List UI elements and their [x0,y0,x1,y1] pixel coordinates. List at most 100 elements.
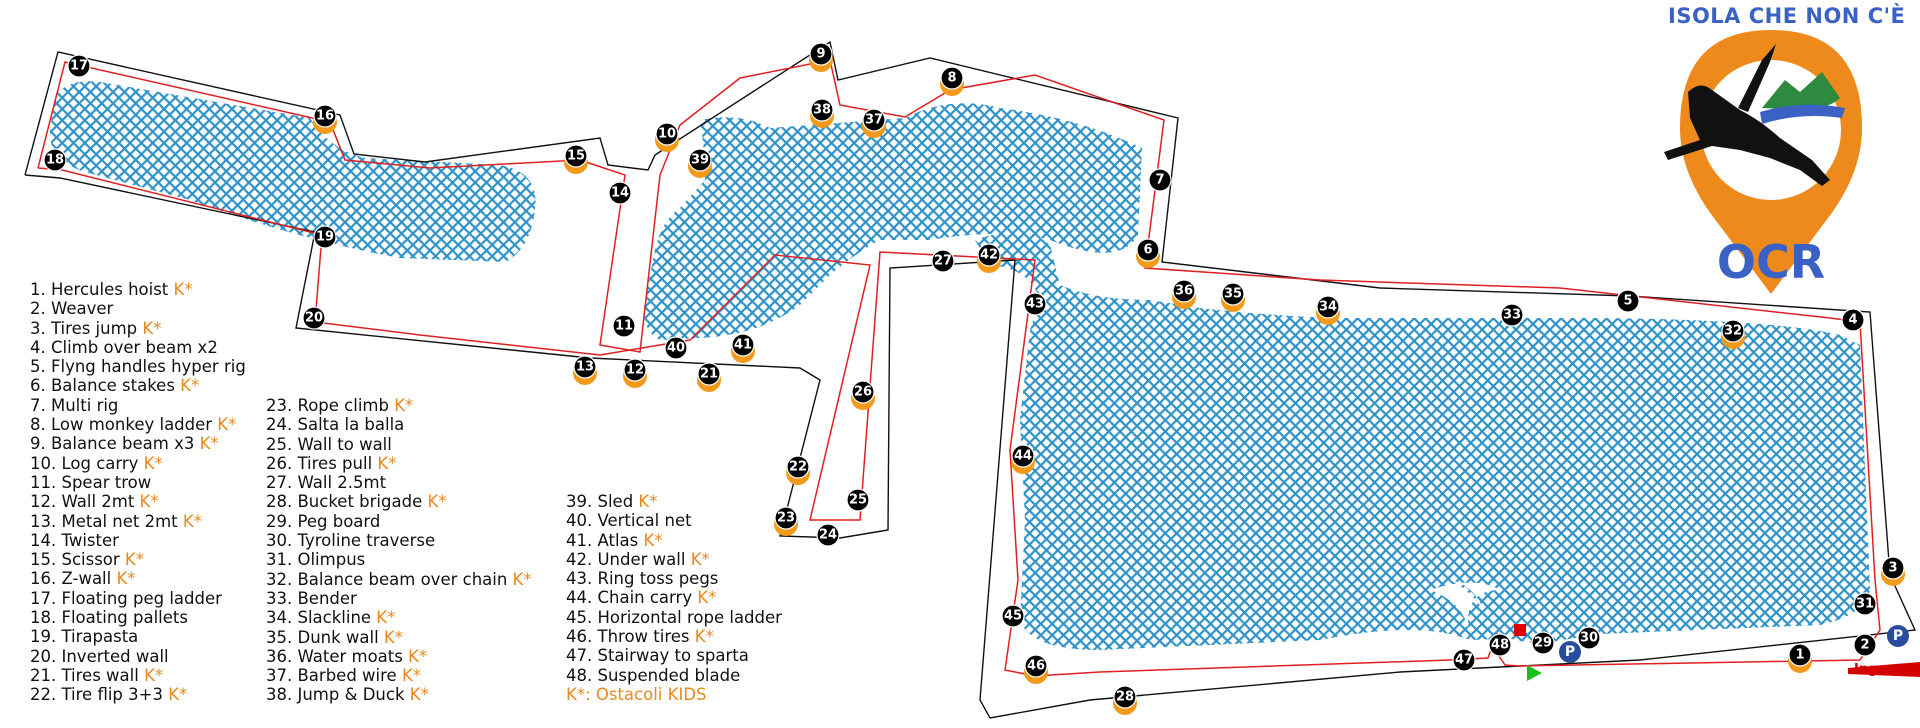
marker-number: 28 [1116,690,1134,705]
kids-marker: K* [212,415,237,435]
obstacle-marker-31: 31 [1853,592,1877,616]
svg-text:P: P [1565,644,1575,660]
finish-flag-icon [1514,624,1526,636]
legend-item-label: 42. Under wall [566,549,686,569]
marker-circle [1023,292,1047,316]
legend-item-label: 16. Z-wall [30,569,112,589]
obstacle-marker-14: 14 [608,181,632,205]
obstacle-marker-47: 47 [1452,648,1476,672]
legend-item-label: 19. Tirapasta [30,627,139,647]
marker-number: 24 [819,528,837,543]
marker-number: 23 [777,511,795,526]
obstacle-marker-20: 20 [302,306,326,330]
obstacle-marker-18: 18 [43,148,67,172]
obstacle-marker-29: 29 [1531,631,1555,655]
marker-number: 4 [1848,313,1857,328]
legend-item: 27. Wall 2.5mt [266,473,532,492]
marker-number: 43 [1026,297,1044,312]
legend-item-label: 18. Floating pallets [30,608,188,628]
marker-number: 9 [816,47,825,62]
obstacle-marker-32: 32 [1721,319,1745,349]
legend-item-label: 29. Peg board [266,511,381,531]
legend-item: 38. Jump & Duck K* [266,685,532,704]
marker-circle [1788,643,1812,667]
svg-text:OCR: OCR [1717,235,1825,289]
marker-number: 47 [1455,653,1473,668]
logo: OCR [1664,30,1862,294]
legend-item: 45. Horizontal rope ladder [566,608,782,627]
water-areas [49,81,1870,650]
marker-circle [302,306,326,330]
obstacle-marker-37: 37 [862,108,886,138]
marker-circle [608,181,632,205]
legend-item-label: 26. Tires pull [266,453,373,473]
obstacle-marker-21: 21 [697,362,721,392]
legend-item: 21. Tires wall K* [30,666,246,685]
obstacle-marker-25: 25 [846,488,870,512]
obstacle-markers: 1234567891011121314151617181920212223242… [43,42,1905,715]
kids-marker: K* [638,530,663,550]
obstacle-marker-43: 43 [1023,292,1047,316]
kids-marker: K* [388,396,414,415]
marker-number: 14 [611,186,629,201]
marker-number: 38 [813,103,831,118]
obstacle-marker-45: 45 [1001,604,1025,628]
marker-number: 42 [980,248,998,263]
legend-item-label: 21. Tires wall [30,665,139,685]
kids-marker: K* [402,646,428,666]
obstacle-marker-48: 48 [1488,633,1512,657]
obstacle-marker-8: 8 [940,66,964,96]
kids-marker: K* [137,318,162,338]
legend-item: 19. Tirapasta [30,627,246,646]
legend-item: 5. Flyng handles hyper rig [30,357,246,376]
marker-circle [977,243,1001,267]
kids-marker: K* [507,569,532,589]
legend-item: 31. Olimpus [266,550,532,569]
legend-item: 23. Rope climb K* [266,396,532,415]
marker-number: 21 [700,367,718,382]
legend-item: 17. Floating peg ladder [30,589,246,608]
kids-marker: K* [422,492,447,512]
marker-number: 8 [947,71,956,86]
obstacle-marker-28: 28 [1113,685,1137,715]
kids-legend-note: K*: Ostacoli KIDS [566,685,707,704]
legend-item-label: 27. Wall 2.5mt [266,473,387,493]
marker-number: 3 [1888,561,1897,576]
start-arrow-icon [1527,665,1542,681]
marker-number: 11 [615,319,633,334]
kids-marker: K* [194,434,219,454]
marker-number: 2 [1860,638,1869,653]
legend-item: 41. Atlas K* [566,531,782,550]
obstacle-marker-35: 35 [1221,282,1245,312]
entrance-arrow-icon [1848,662,1920,677]
marker-circle [810,98,834,122]
marker-circle [1221,282,1245,306]
marker-number: 26 [854,385,872,400]
marker-circle [786,455,810,479]
obstacle-marker-24: 24 [816,523,840,547]
legend-item-label: 3. Tires jump [30,318,138,338]
marker-number: 16 [316,109,334,124]
legend-item: 22. Tire flip 3+3 K* [30,685,246,704]
marker-circle [1011,444,1035,468]
legend-item-label: 31. Olimpus [266,550,366,570]
legend-item-label: 10. Log carry [30,453,139,473]
kids-marker: K* [111,569,136,589]
logo-figure-arm-icon [1738,44,1776,112]
legend-item-label: 15. Scissor [30,550,120,570]
kids-marker: K* [138,665,164,685]
marker-circle [1881,556,1905,580]
legend-item: 7. Multi rig [30,396,246,415]
obstacle-marker-22: 22 [786,455,810,485]
kids-marker: K* [685,549,710,569]
legend-item: 34. Slackline K* [266,608,532,627]
legend-item-label: 28. Bucket brigade [266,492,423,512]
marker-circle [1577,626,1601,650]
legend-item: 28. Bucket brigade K* [266,492,532,511]
obstacle-marker-9: 9 [809,42,833,72]
marker-circle [1113,685,1137,709]
kids-marker: K* [162,685,188,705]
legend-item: 33. Bender [266,589,532,608]
obstacle-marker-5: 5 [1616,289,1640,313]
